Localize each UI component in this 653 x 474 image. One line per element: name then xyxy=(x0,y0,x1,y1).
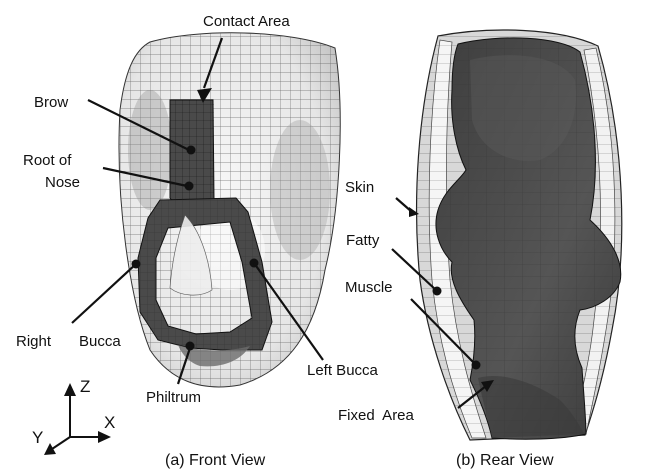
axis-triad xyxy=(44,383,111,455)
front-view-caption: (a) Front View xyxy=(165,452,266,469)
rear-view-caption: (b) Rear View xyxy=(456,452,554,469)
root-of-nose-label-line1: Root of xyxy=(23,152,72,169)
brow-label: Brow xyxy=(34,94,68,111)
y-axis-label: Y xyxy=(32,428,43,447)
rear-view-model xyxy=(410,25,640,445)
right-bucca-label-word1: Right xyxy=(16,333,52,350)
contact-area-label: Contact Area xyxy=(203,13,290,30)
root-of-nose-label-line2: Nose xyxy=(45,174,80,191)
fixed-area-label: Fixed Area xyxy=(338,407,415,424)
fatty-label: Fatty xyxy=(346,232,380,249)
philtrum-label: Philtrum xyxy=(146,389,201,406)
z-axis-label: Z xyxy=(80,377,90,396)
right-bucca-label-word2: Bucca xyxy=(79,333,121,350)
x-axis-label: X xyxy=(104,413,115,432)
left-bucca-label: Left Bucca xyxy=(307,362,379,379)
front-view-model xyxy=(110,25,350,395)
right-bucca-leader xyxy=(72,264,136,323)
muscle-label: Muscle xyxy=(345,279,393,296)
skin-label: Skin xyxy=(345,179,374,196)
